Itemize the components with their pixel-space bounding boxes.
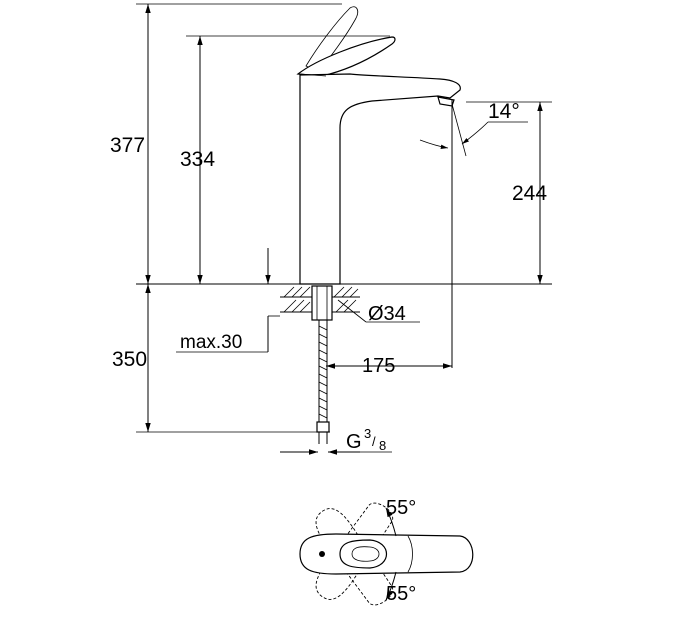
handle-top-view <box>339 539 387 569</box>
handle-angle-up-label: 55° <box>386 497 416 519</box>
dimension-350-label: 350 <box>112 348 147 371</box>
handle <box>296 36 396 77</box>
dimension-countertop-max30: max.30 <box>176 248 280 353</box>
dimension-175: 175 <box>326 355 452 377</box>
dimension-334-label: 334 <box>180 148 215 171</box>
dimension-377: 377 <box>110 3 342 284</box>
dimension-377-label: 377 <box>110 134 145 157</box>
indicator-dot <box>319 551 325 557</box>
thread-label-g: G <box>346 431 362 453</box>
thread-label-numerator: 3 <box>364 426 371 441</box>
dimension-angle-14: 14° <box>419 100 528 368</box>
dimension-max30-label: max.30 <box>180 332 242 353</box>
dimension-175-label: 175 <box>362 355 395 377</box>
thread-label-denominator: 8 <box>379 438 386 453</box>
dimension-244-label: 244 <box>512 182 547 205</box>
thread-label-slash: / <box>372 434 376 449</box>
countertop-section <box>280 285 360 321</box>
dimension-angle-14-label: 14° <box>488 100 520 123</box>
dimension-334: 334 <box>180 35 390 284</box>
faucet-side-view <box>296 6 461 285</box>
flexible-hose <box>316 320 330 444</box>
dimension-thread: G 3 / 8 <box>280 426 392 455</box>
handle-angle-down-label: 55° <box>386 583 416 605</box>
dimension-350: 350 <box>112 284 330 433</box>
dimension-244: 244 <box>466 101 552 284</box>
dimension-diameter-label: Ø34 <box>368 303 406 325</box>
spout-body <box>299 73 461 285</box>
dimension-diameter-34: Ø34 <box>337 299 420 325</box>
faucet-top-view: 55° 55° <box>299 497 474 606</box>
